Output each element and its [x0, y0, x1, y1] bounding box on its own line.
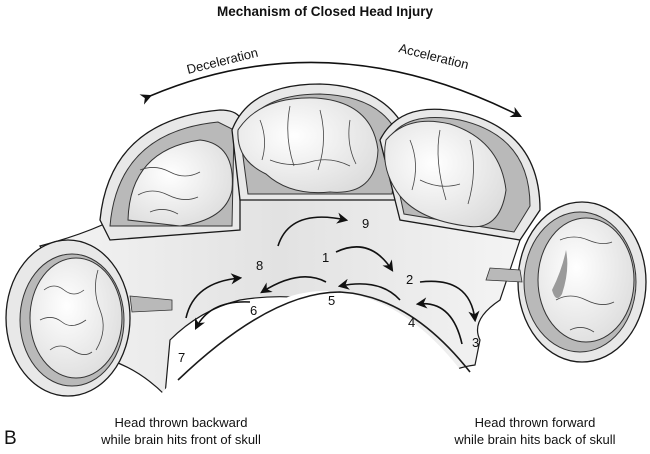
sequence-number-9: 9 — [362, 216, 369, 231]
sequence-number-7: 7 — [178, 350, 185, 365]
caption-left: Head thrown backward while brain hits fr… — [66, 414, 296, 448]
sequence-number-5: 5 — [328, 293, 335, 308]
head-right — [379, 108, 541, 241]
acceleration-label: Acceleration — [397, 40, 470, 72]
panel-label: B — [4, 428, 17, 449]
contusion-mark — [552, 250, 568, 299]
caption-left-line-2: while brain hits front of skull — [101, 432, 261, 447]
caption-right-line-2: while brain hits back of skull — [454, 432, 616, 447]
sequence-number-3: 3 — [472, 335, 479, 350]
sequence-number-6: 6 — [250, 303, 257, 318]
arrow-6-to-7 — [194, 301, 251, 331]
arrow-2-to-3 — [419, 280, 480, 323]
arrow-to-5 — [337, 278, 401, 301]
arrow-5-to-6 — [260, 276, 327, 294]
caption-right-line-1: Head thrown forward — [474, 415, 596, 430]
shoulder-curve — [0, 290, 650, 454]
sequence-arrows — [185, 212, 480, 345]
sequence-number-2: 2 — [406, 272, 413, 287]
head-far-right — [485, 201, 647, 363]
caption-left-line-1: Head thrown backward — [114, 415, 248, 430]
head-center — [231, 83, 411, 201]
head-left — [99, 109, 244, 241]
sequence-number-4: 4 — [408, 315, 415, 330]
arrow-7-to-8 — [185, 273, 243, 319]
sequence-number-1: 1 — [322, 250, 329, 265]
arrow-8-to-9 — [277, 212, 349, 247]
caption-right: Head thrown forward while brain hits bac… — [420, 414, 650, 448]
motion-arc — [139, 61, 522, 118]
figure-title: Mechanism of Closed Head Injury — [216, 4, 434, 19]
arrow-4-to-up — [415, 297, 463, 345]
arrow-1-to-2 — [335, 246, 394, 272]
head-far-left — [5, 239, 173, 397]
sequence-number-8: 8 — [256, 258, 263, 273]
